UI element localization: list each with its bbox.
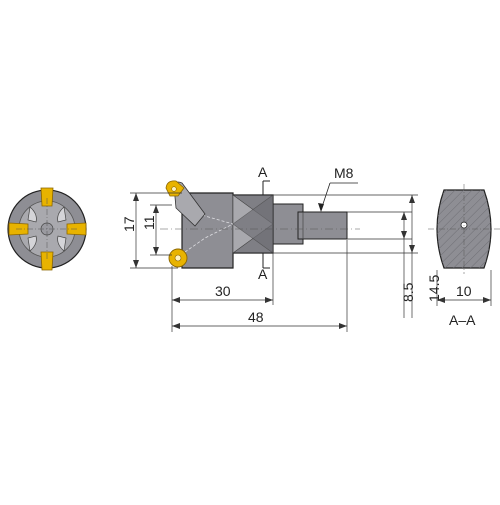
dimension-lines — [130, 192, 418, 332]
dim-total-length: 48 — [248, 309, 264, 325]
flute-bottom-left — [27, 235, 37, 252]
dim-shank-a: 8.5 — [400, 282, 416, 302]
dim-diameter-outer: 17 — [121, 216, 137, 232]
thread-callout: M8 — [318, 165, 358, 212]
insert-bottom — [40, 251, 54, 271]
wrench-flat-right-face — [232, 194, 274, 254]
flute-top-left — [27, 206, 37, 223]
thread-label: M8 — [334, 165, 354, 181]
section-dim-arrow-left — [437, 297, 445, 303]
dim-shank-b: 14.5 — [426, 275, 442, 302]
section-dim-arrow-right — [483, 297, 491, 303]
dim-head-length: 30 — [215, 283, 231, 299]
side-view — [160, 180, 360, 269]
section-markers: A A — [258, 164, 270, 282]
section-mark-top: A — [258, 164, 268, 180]
flute-bottom-right — [57, 235, 67, 252]
insert-screw-top — [171, 186, 177, 192]
threaded-shank — [297, 211, 348, 240]
insert-top — [40, 187, 54, 207]
insert-screw-bottom — [174, 254, 182, 262]
dimension-arrows — [133, 193, 415, 329]
section-title: A–A — [449, 312, 476, 328]
flute-top-right — [57, 206, 67, 223]
end-view — [7, 187, 87, 271]
section-view: 10 A–A — [428, 184, 500, 328]
dim-flat-width: 10 — [456, 283, 472, 299]
section-mark-bottom: A — [258, 266, 268, 282]
dim-diameter-inner: 11 — [141, 215, 157, 230]
thread-leader-arrow — [318, 203, 324, 212]
